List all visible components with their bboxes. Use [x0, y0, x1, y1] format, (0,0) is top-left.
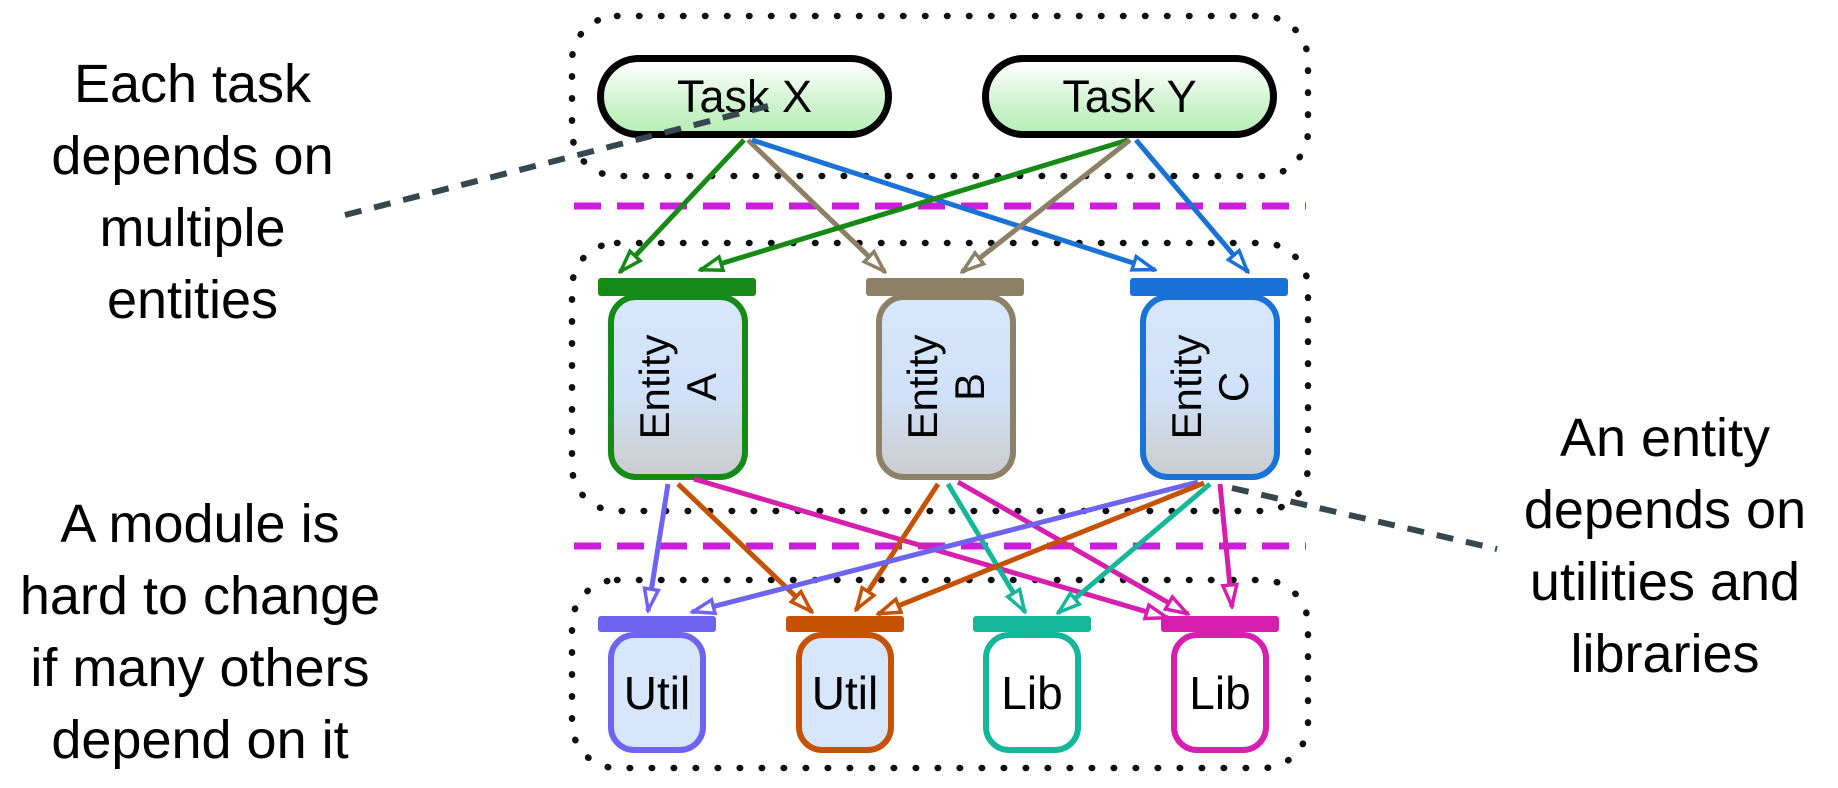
task-x-label: Task X [676, 70, 813, 122]
arrow-entityc-lib2 [1217, 483, 1232, 607]
arrow-entitya-util2 [676, 482, 812, 612]
arrow-entitya-util1 [648, 483, 671, 611]
lib-1-topbar [973, 616, 1091, 632]
lib-1-label: Lib [1001, 666, 1063, 719]
arrow-entityc-util2 [878, 480, 1205, 617]
entity-c-label: Entity C [1162, 334, 1257, 440]
util-2-label: Util [811, 666, 879, 719]
node-entity-c: Entity C [1140, 294, 1280, 480]
arrow-taskx-entityc [751, 137, 1155, 273]
node-entity-a: Entity A [608, 294, 748, 480]
util-1-topbar [598, 616, 716, 632]
node-entity-b: Entity B [876, 294, 1016, 480]
lib-2-label: Lib [1189, 666, 1251, 719]
arrow-entityc-util1 [692, 479, 1199, 612]
arrow-tasky-entityb [962, 138, 1132, 272]
arrow-taskx-entitya [620, 138, 746, 272]
arrow-taskx-entityb [746, 138, 885, 272]
arrow-tasky-entitya [700, 137, 1129, 273]
annotation-module-hard-to-change: A module is hard to change if many other… [19, 494, 381, 770]
util-2-topbar [786, 616, 904, 632]
node-util-1: Util [608, 632, 706, 753]
arrow-entityb-lib1 [945, 482, 1025, 612]
entity-module-arrows [648, 476, 1232, 621]
arrow-entityb-util2 [856, 482, 941, 610]
node-task-y: Task Y [982, 55, 1277, 138]
annotation-task-dependencies: Each task depends on multiple entities [51, 54, 334, 330]
task-entity-arrows [620, 137, 1248, 273]
callout-line-entity [1231, 485, 1498, 552]
arrow-entityb-lib2 [956, 479, 1188, 614]
node-task-x: Task X [597, 55, 892, 138]
entity-b-label: Entity B [898, 334, 993, 440]
annotation-entity-dependencies: An entity depends on utilities and libra… [1523, 408, 1807, 684]
node-lib-2: Lib [1171, 632, 1269, 753]
task-y-label: Task Y [1062, 70, 1197, 122]
entity-a-label: Entity A [630, 334, 725, 440]
lib-2-topbar [1161, 616, 1279, 632]
arrow-tasky-entityc [1134, 138, 1248, 272]
util-1-label: Util [623, 666, 691, 719]
node-util-2: Util [796, 632, 894, 753]
arrow-entityc-lib1 [1058, 482, 1212, 613]
arrow-entitya-lib2 [693, 476, 1168, 621]
node-lib-1: Lib [983, 632, 1081, 753]
